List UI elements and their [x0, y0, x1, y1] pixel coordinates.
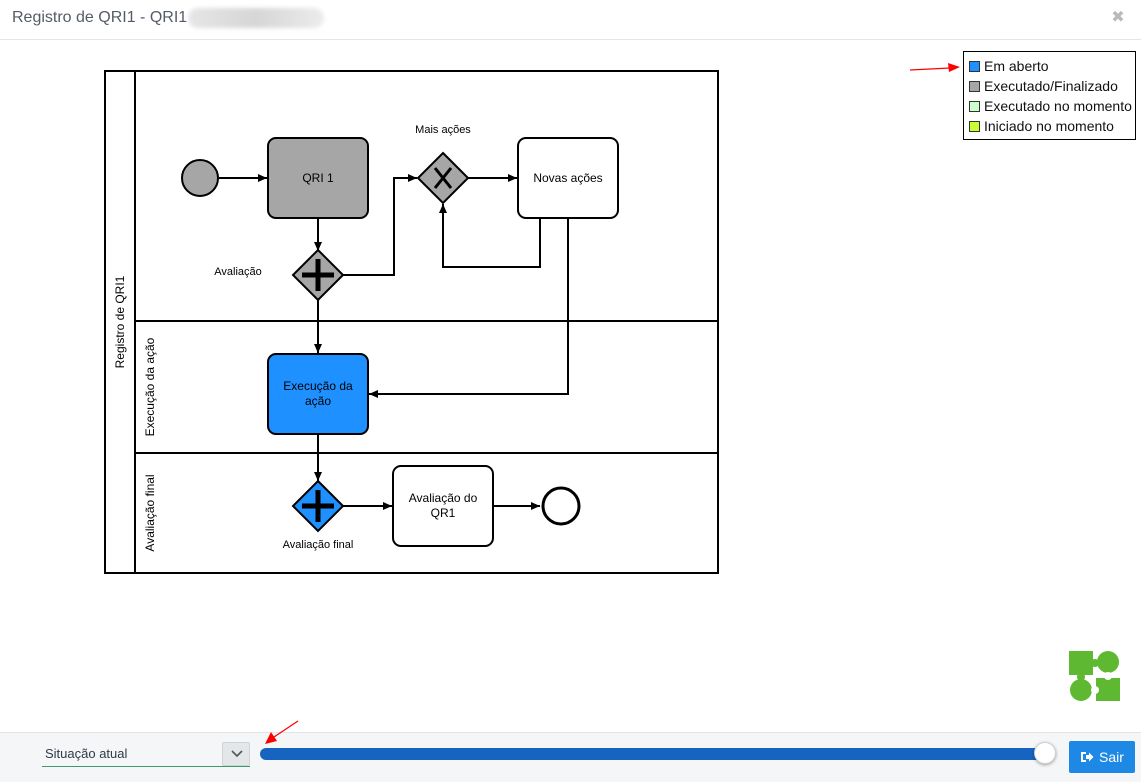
task-qri1-label: QRI 1 — [302, 171, 334, 185]
task-execucao-label-line1: Execução da — [283, 379, 353, 393]
end-event[interactable] — [541, 486, 581, 526]
task-novas-acoes-label: Novas ações — [533, 171, 602, 185]
task-novas-acoes[interactable] — [517, 137, 619, 219]
footer-toolbar: Situação atual Sair — [0, 720, 1141, 782]
pool-label: Registro de QRI1 — [113, 275, 127, 368]
lane-label-avaliacao-final: Avaliação final — [143, 474, 157, 551]
legend-label: Em aberto — [984, 58, 1049, 74]
task-execucao-da-acao[interactable] — [267, 353, 369, 435]
start-event[interactable] — [181, 159, 219, 197]
redacted-text — [188, 8, 324, 28]
modal-header: Registro de QRI1 - QRI1 - ✖ — [0, 0, 1141, 40]
legend-swatch — [969, 60, 980, 72]
legend: Em aberto Executado/Finalizado Executado… — [963, 51, 1136, 140]
task-avaliacao-qr1-label-line2: QR1 — [431, 506, 456, 520]
legend-label: Iniciado no momento — [984, 118, 1114, 134]
legend-swatch — [969, 100, 980, 112]
legend-item-started-now: Iniciado no momento — [969, 116, 1135, 136]
gateway-avaliacao-final-label: Avaliação final — [283, 539, 354, 551]
dropdown-toggle-button[interactable] — [222, 742, 250, 766]
flow-novas-acoes-loop-back — [439, 204, 541, 268]
legend-item-executing-now: Executado no momento — [969, 96, 1135, 116]
task-avaliacao-do-qr1[interactable] — [392, 465, 494, 547]
annotation-arrow — [909, 63, 960, 72]
exit-button[interactable]: Sair — [1069, 741, 1135, 773]
timeline-slider-track[interactable] — [260, 748, 1048, 760]
bpmn-diagram: Registro de QRI1 Execução da ação Avalia… — [104, 70, 719, 574]
gateway-avaliacao-label: Avaliação — [214, 266, 262, 278]
situation-select[interactable]: Situação atual — [42, 720, 299, 767]
flow-novas-acoes-to-execucao — [369, 218, 569, 398]
x-mark-icon — [433, 167, 453, 189]
legend-swatch — [969, 120, 980, 132]
lane-label-execucao: Execução da ação — [143, 337, 157, 436]
timeline-slider-thumb[interactable] — [1034, 742, 1056, 764]
legend-item-executed: Executado/Finalizado — [969, 76, 1135, 96]
plus-icon — [302, 490, 334, 522]
puzzle-logo-icon — [1069, 651, 1120, 701]
legend-label: Executado/Finalizado — [984, 78, 1118, 94]
modal-title: Registro de QRI1 - QRI1 - — [12, 9, 197, 26]
task-qri1[interactable] — [267, 137, 369, 219]
exit-button-label: Sair — [1099, 749, 1124, 765]
close-icon[interactable]: ✖ — [1111, 9, 1125, 26]
legend-item-open: Em aberto — [969, 56, 1135, 76]
situation-select-value: Situação atual — [45, 746, 128, 761]
legend-swatch — [969, 80, 980, 92]
annotation-arrow — [265, 720, 299, 744]
legend-label: Executado no momento — [984, 98, 1132, 114]
gateway-mais-acoes-label: Mais ações — [415, 124, 471, 136]
flow-avaliacao-to-mais-acoes — [343, 174, 417, 276]
plus-icon — [302, 259, 334, 291]
task-avaliacao-qr1-label-line1: Avaliação do — [409, 491, 478, 505]
chevron-down-icon — [231, 750, 243, 758]
task-execucao-label-line2: ação — [305, 394, 331, 408]
sign-out-icon — [1081, 752, 1094, 762]
